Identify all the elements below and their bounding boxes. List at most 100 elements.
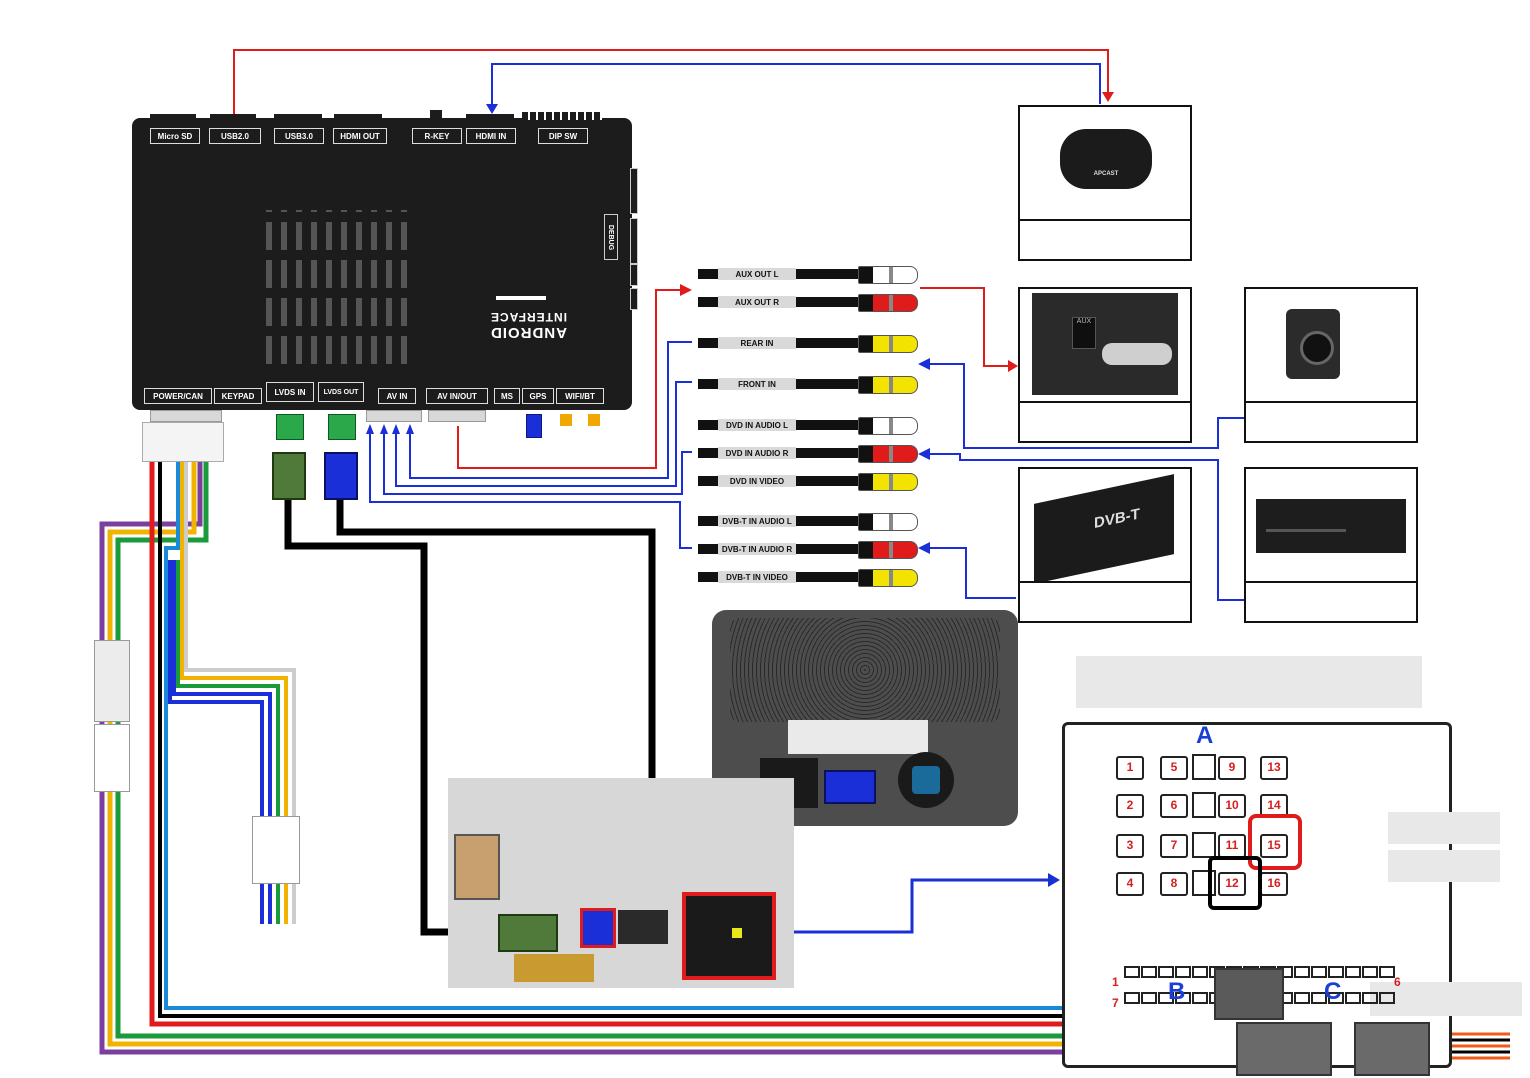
dvd-in-blue-wire bbox=[383, 430, 692, 495]
purple-wire bbox=[99, 460, 1182, 1055]
rca-label: DVB-T IN AUDIO R bbox=[718, 543, 796, 555]
wifi-socket-1 bbox=[560, 414, 572, 426]
rca-label: DVD IN VIDEO bbox=[718, 475, 796, 487]
apcast-logo: APCAST bbox=[1093, 171, 1119, 177]
pin-number: 15 bbox=[1267, 838, 1281, 852]
camera-blue-wire bbox=[928, 363, 1244, 449]
rca-plug bbox=[858, 294, 918, 312]
port-usb2: USB2.0 bbox=[209, 128, 261, 144]
section-c-label: C bbox=[1324, 978, 1342, 1005]
rear-in-blue-wire bbox=[409, 341, 692, 479]
brand-bar bbox=[496, 296, 546, 300]
harness-plug-2 bbox=[1236, 1022, 1332, 1076]
rca-cable: DVD IN AUDIO R bbox=[698, 445, 920, 463]
port-power-can: POWER/CAN bbox=[144, 388, 212, 404]
port-wifi-bt: WIFI/BT bbox=[556, 388, 604, 404]
rca-cable: DVD IN AUDIO L bbox=[698, 417, 920, 435]
pin-cell: 13 bbox=[1260, 756, 1288, 780]
dvbt-box-blue-arrow bbox=[918, 542, 930, 554]
port-r-key: R-KEY bbox=[412, 128, 462, 144]
small-pin bbox=[1141, 966, 1157, 978]
pin-cell: 15 bbox=[1260, 834, 1288, 858]
rca-label: DVB-T IN AUDIO L bbox=[718, 515, 796, 527]
small-pin bbox=[1345, 992, 1361, 1004]
port-keypad: KEYPAD bbox=[214, 388, 262, 404]
apcast-device-box: APCAST bbox=[1018, 105, 1192, 261]
inline-connector-tail bbox=[94, 724, 130, 792]
pin-number: 8 bbox=[1170, 876, 1178, 890]
port-gps: GPS bbox=[522, 388, 554, 404]
head-unit-lvds-plug bbox=[498, 914, 558, 952]
power-can-socket bbox=[150, 410, 222, 422]
small-pin bbox=[1379, 992, 1395, 1004]
small-pin bbox=[1158, 966, 1174, 978]
small-pin bbox=[1158, 992, 1174, 1004]
camera-blue-arrow bbox=[918, 358, 930, 370]
navy-wire-key bbox=[172, 560, 272, 924]
rca-cable: DVB-T IN VIDEO bbox=[698, 569, 920, 587]
pinout-title-bar bbox=[1076, 656, 1422, 708]
rca-label: FRONT IN bbox=[718, 378, 796, 390]
sd-slot bbox=[150, 114, 196, 120]
pin-number: 2 bbox=[1126, 798, 1134, 812]
head-unit-quadlock bbox=[682, 892, 776, 980]
rca-cable: AUX OUT L bbox=[698, 266, 920, 284]
dvd-device-box bbox=[1244, 467, 1418, 623]
head-unit-fakra bbox=[454, 834, 500, 900]
aux-out-red-wire-left bbox=[457, 289, 690, 469]
small-pin bbox=[1345, 966, 1361, 978]
small-pin bbox=[1379, 966, 1395, 978]
rca-cable: AUX OUT R bbox=[698, 294, 920, 312]
quadlock-blue-wire bbox=[766, 878, 1052, 934]
dvbt-device: DVB-T bbox=[1034, 474, 1174, 584]
brand-line2: INTERFACE bbox=[490, 310, 568, 324]
small-pin bbox=[1311, 992, 1327, 1004]
pin-cell: 1 bbox=[1116, 756, 1144, 780]
pin-number: 3 bbox=[1126, 838, 1134, 852]
port-lvds-out: LVDS OUT bbox=[318, 382, 364, 402]
aux-photo: AUX bbox=[1032, 293, 1178, 395]
pin15-highlight bbox=[1248, 814, 1302, 870]
row-mark-7: 7 bbox=[1112, 996, 1119, 1010]
small-pin bbox=[1141, 992, 1157, 1004]
camera-device-box bbox=[1244, 287, 1418, 443]
harness-plug-3 bbox=[1354, 1022, 1430, 1076]
pin-cell: 10 bbox=[1218, 794, 1246, 818]
display-lvds-plug bbox=[824, 770, 876, 804]
rca-plug bbox=[858, 473, 918, 491]
aux-device-box: AUX bbox=[1018, 287, 1192, 443]
quadlock-marker bbox=[732, 928, 742, 938]
pin-number: 9 bbox=[1228, 760, 1236, 774]
dvbt-box-blue-wire bbox=[928, 547, 1016, 599]
port-ms: MS bbox=[494, 388, 520, 404]
av-in-arrow-2 bbox=[380, 424, 388, 434]
pin-cell: 2 bbox=[1116, 794, 1144, 818]
small-pin bbox=[1328, 966, 1344, 978]
dvbt-device-box: DVB-T bbox=[1018, 467, 1192, 623]
pin-empty-slot bbox=[1192, 754, 1216, 780]
lvds-in-socket bbox=[276, 414, 304, 440]
small-pin bbox=[1124, 966, 1140, 978]
red-wire-power bbox=[149, 460, 1180, 1027]
gps-socket bbox=[526, 414, 542, 438]
pin-number: 12 bbox=[1225, 876, 1239, 890]
pin-cell: 8 bbox=[1160, 872, 1188, 896]
pin-number: 1 bbox=[1126, 760, 1134, 774]
pin-number: 6 bbox=[1170, 798, 1178, 812]
yellow-wire-key bbox=[180, 460, 288, 924]
small-pin bbox=[1175, 966, 1191, 978]
dvd-tray bbox=[1266, 529, 1346, 532]
usb-red-arrow bbox=[1102, 92, 1114, 102]
row-mark-6: 6 bbox=[1394, 975, 1401, 989]
debug-label: DEBUG bbox=[607, 224, 615, 250]
pin-cell: 4 bbox=[1116, 872, 1144, 896]
section-b-label: B bbox=[1168, 978, 1186, 1005]
rca-plug bbox=[858, 569, 918, 587]
hdmi-blue-wire bbox=[491, 63, 1101, 108]
pin-number: 5 bbox=[1170, 760, 1178, 774]
pin-cell: 5 bbox=[1160, 756, 1188, 780]
green-wire-outer bbox=[115, 460, 1182, 1039]
yellow-wire-outer bbox=[107, 460, 1182, 1047]
display-round-socket bbox=[898, 752, 954, 808]
rca-label: AUX OUT R bbox=[718, 296, 796, 308]
